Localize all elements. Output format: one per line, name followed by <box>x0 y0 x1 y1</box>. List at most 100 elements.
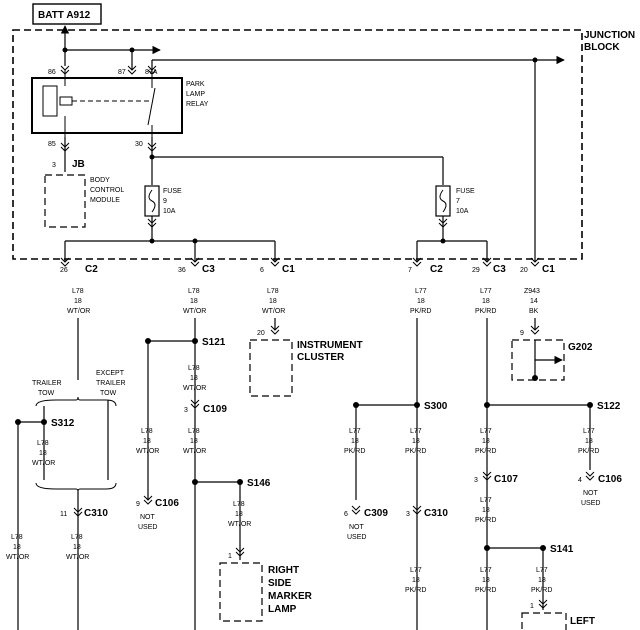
ic-pin: 20 <box>257 330 265 337</box>
rsm-label-2: SIDE <box>268 578 292 589</box>
c106b-pin: 4 <box>578 477 582 484</box>
conn5-name: C3 <box>493 264 506 275</box>
wl15-c: PK/RD <box>405 448 426 455</box>
wl6-a: Z943 <box>524 288 540 295</box>
wl19-b: 18 <box>482 507 490 514</box>
c107-pin: 3 <box>474 477 478 484</box>
wl21-a: L77 <box>536 567 548 574</box>
not-used-2b: USED <box>347 534 366 541</box>
c109-name: C109 <box>203 404 227 415</box>
wl3-a: L78 <box>267 288 279 295</box>
wl21-b: 18 <box>538 577 546 584</box>
pin-86: 86 <box>48 69 56 76</box>
bcm-label-1: BODY <box>90 177 110 184</box>
fuse9-label-3: 10A <box>163 208 176 215</box>
c310a-name: C310 <box>84 508 108 519</box>
connector-chevron <box>412 257 422 267</box>
wl18-b: 18 <box>585 438 593 445</box>
not-used-3b: USED <box>581 500 600 507</box>
connector-chevron <box>438 218 448 228</box>
wl10-b: 18 <box>143 438 151 445</box>
connector-row: 26 C2 36 C3 6 C1 7 C2 29 C3 20 C1 <box>60 264 555 275</box>
ett-label-1: EXCEPT <box>96 370 125 377</box>
wl6-b: 14 <box>530 298 538 305</box>
splice-s141: S141 <box>484 544 574 610</box>
connector-chevron <box>60 65 70 75</box>
wl2-c: WT/OR <box>183 308 206 315</box>
wl11-b: 18 <box>39 450 47 457</box>
not-used-1a: NOT <box>140 514 156 521</box>
pin-87a: 87A <box>145 69 158 76</box>
rsm-label-3: MARKER <box>268 591 313 602</box>
wl5-b: 18 <box>482 298 490 305</box>
junction-block-label-1: JUNCTION <box>584 30 635 41</box>
pin-30: 30 <box>135 141 143 148</box>
splice-s121: S121 <box>145 337 226 500</box>
connector-chevron <box>585 471 595 481</box>
wl21-c: PK/RD <box>531 587 552 594</box>
wire-labels: L78 18 WT/OR L78 18 WT/OR L78 18 WT/OR L… <box>67 288 540 315</box>
wl14-b: 18 <box>351 438 359 445</box>
wl1-c: WT/OR <box>67 308 90 315</box>
s312-label: S312 <box>51 418 75 429</box>
tt-label-1: TRAILER <box>32 380 62 387</box>
g202-pin: 9 <box>520 330 524 337</box>
fuse7-label-2: 7 <box>456 198 460 205</box>
wl16-a: L77 <box>410 567 422 574</box>
s146-label: S146 <box>247 478 271 489</box>
conn1-pin: 26 <box>60 267 68 274</box>
ett-label-2: TRAILER <box>96 380 126 387</box>
wl19-a: L77 <box>480 497 492 504</box>
wl9-a: L78 <box>233 501 245 508</box>
wl6-c: BK <box>529 308 539 315</box>
c106b-name: C106 <box>598 474 622 485</box>
body-control-module: 3 JB BODY CONTROL MODULE <box>44 137 124 228</box>
not-used-1b: USED <box>138 524 157 531</box>
wl11-c: WT/OR <box>32 460 55 467</box>
wl17-b: 18 <box>482 438 490 445</box>
s141-label: S141 <box>550 544 574 555</box>
connector-chevron <box>482 471 492 481</box>
not-used-3a: NOT <box>583 490 599 497</box>
conn5-pin: 29 <box>472 267 480 274</box>
g202-label: G202 <box>568 342 593 353</box>
wl18-a: L77 <box>583 428 595 435</box>
fuse-bus: FUSE 9 10A FUSE 7 10A <box>64 57 538 262</box>
wl1-b: 18 <box>74 298 82 305</box>
connector-chevron <box>60 142 70 152</box>
park-lamp-relay: 86 87 87A PARK LAMP RELAY 85 30 <box>31 69 209 148</box>
splice-s122: S122 <box>484 401 621 470</box>
wl11-a: L78 <box>37 440 49 447</box>
c310b-pin: 3 <box>406 511 410 518</box>
c309-pin: 6 <box>344 511 348 518</box>
wl7-c: WT/OR <box>183 385 206 392</box>
connector-chevron <box>147 65 157 75</box>
wl10-a: L78 <box>141 428 153 435</box>
wl5-a: L77 <box>480 288 492 295</box>
s122-label: S122 <box>597 401 621 412</box>
conn4-name: C2 <box>430 264 443 275</box>
connector-chevrons <box>60 65 595 609</box>
wl9-b: 18 <box>235 511 243 518</box>
conn3-pin: 6 <box>260 267 264 274</box>
wl16-c: PK/RD <box>405 587 426 594</box>
junction-block-label-2: BLOCK <box>584 42 620 53</box>
wl12-a: L78 <box>11 534 23 541</box>
wl16-b: 18 <box>412 577 420 584</box>
s121-label: S121 <box>202 337 226 348</box>
wl19-c: PK/RD <box>475 517 496 524</box>
battery-source: BATT A912 <box>32 3 102 25</box>
wl13-b: 18 <box>73 544 81 551</box>
wl5-c: PK/RD <box>475 308 496 315</box>
left-label: LEFT <box>570 616 595 627</box>
rsm-pin: 1 <box>228 553 232 560</box>
fuse9-label-1: FUSE <box>163 188 182 195</box>
wl1-a: L78 <box>72 288 84 295</box>
wl3-c: WT/OR <box>262 308 285 315</box>
tt-label-2: TOW <box>38 390 55 397</box>
bcm-label-3: MODULE <box>90 197 120 204</box>
c310a-pin: 11 <box>60 511 67 518</box>
connector-chevron <box>530 325 540 335</box>
ic-label-1: INSTRUMENT <box>297 340 363 351</box>
wl8-a: L78 <box>188 428 200 435</box>
